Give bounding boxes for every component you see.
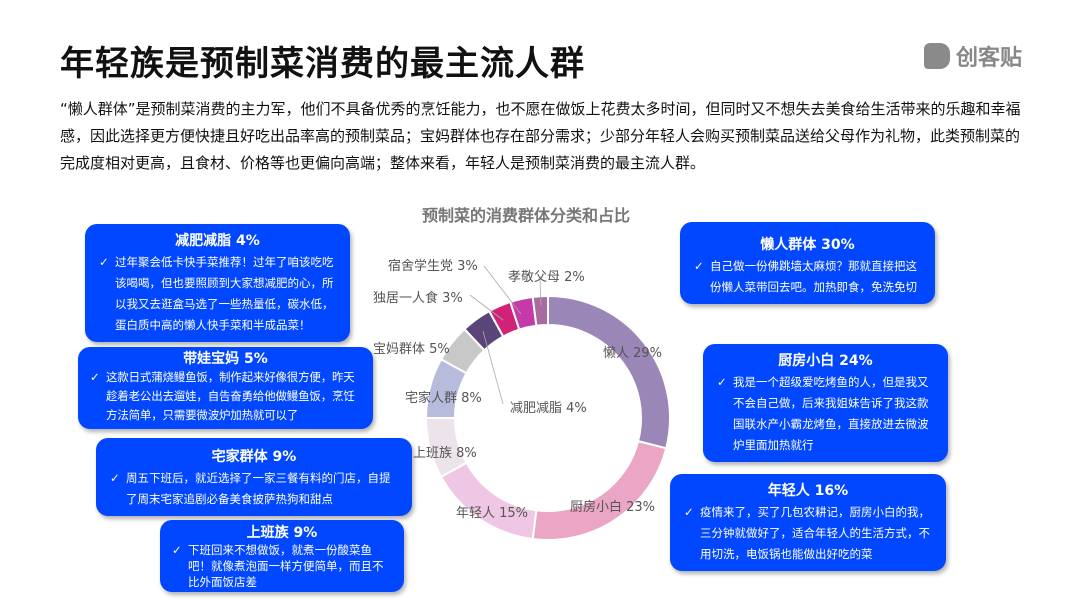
- page-title: 年轻族是预制菜消费的最主流人群: [60, 44, 585, 84]
- slice-label: 孝敬父母 2%: [508, 270, 585, 285]
- card-young: 年轻人 16%疫情来了，买了几包农耕记，厨房小白的我，三分钟就做好了，适合年轻人…: [670, 474, 946, 571]
- slice-label: 上班族 8%: [413, 446, 477, 461]
- slice-label: 懒人 29%: [603, 346, 663, 361]
- card-moms: 带娃宝妈 5%这款日式蒲烧鳗鱼饭，制作起来好像很方便，昨天趁着老公出去遛娃，自告…: [78, 347, 373, 429]
- logo-text: 创客贴: [956, 46, 1023, 71]
- logo-icon: [924, 43, 950, 69]
- card-homebody: 宅家群体 9%周五下班后，就近选择了一家三餐有料的门店，自提了周末宅家追剧必备美…: [96, 438, 412, 516]
- slice-厨房小白: [531, 439, 668, 541]
- slice-label: 年轻人 15%: [456, 506, 529, 521]
- leader-line: [469, 294, 504, 321]
- card-office-workers: 上班族 9%下班回来不想做饭，就煮一份酸菜鱼吧！就像煮泡面一样方便简单，而且不比…: [160, 520, 404, 592]
- slice-懒人: [547, 294, 671, 450]
- leader-line: [539, 277, 542, 307]
- card-lazy: 懒人群体 30%自己做一份佛跳墙太麻烦？那就直接把这份懒人菜带回去吧。加热即食，…: [680, 222, 935, 304]
- slice-label: 厨房小白 23%: [570, 500, 656, 515]
- card-weight-loss: 减肥减脂 4%过年聚会低卡快手菜推荐！过年了咱该吃吃该喝喝，但也要照顾到大家想减…: [85, 224, 350, 342]
- slice-label: 减肥减脂 4%: [510, 401, 587, 416]
- leader-line: [482, 330, 504, 405]
- slice-label: 宅家人群 8%: [405, 391, 482, 406]
- chart-title: 预制菜的消费群体分类和占比: [421, 206, 630, 225]
- leader-line: [483, 265, 522, 315]
- intro-paragraph: “懒人群体”是预制菜消费的主力军，他们不具备优秀的烹饪能力，也不愿在做饭上花费太…: [60, 100, 1021, 172]
- slice-label: 独居一人食 3%: [373, 291, 463, 306]
- slice-label: 宿舍学生党 3%: [388, 259, 478, 274]
- logo: 创客贴: [924, 40, 1022, 72]
- slice-孝敬父母: [531, 294, 549, 327]
- slice-label: 宝妈群体 5%: [373, 342, 450, 357]
- slice-年轻人: [439, 461, 538, 541]
- card-kitchen-novice: 厨房小白 24%我是一个超级爱吃烤鱼的人，但是我又不会自己做，后来我姐妹告诉了我…: [703, 344, 948, 462]
